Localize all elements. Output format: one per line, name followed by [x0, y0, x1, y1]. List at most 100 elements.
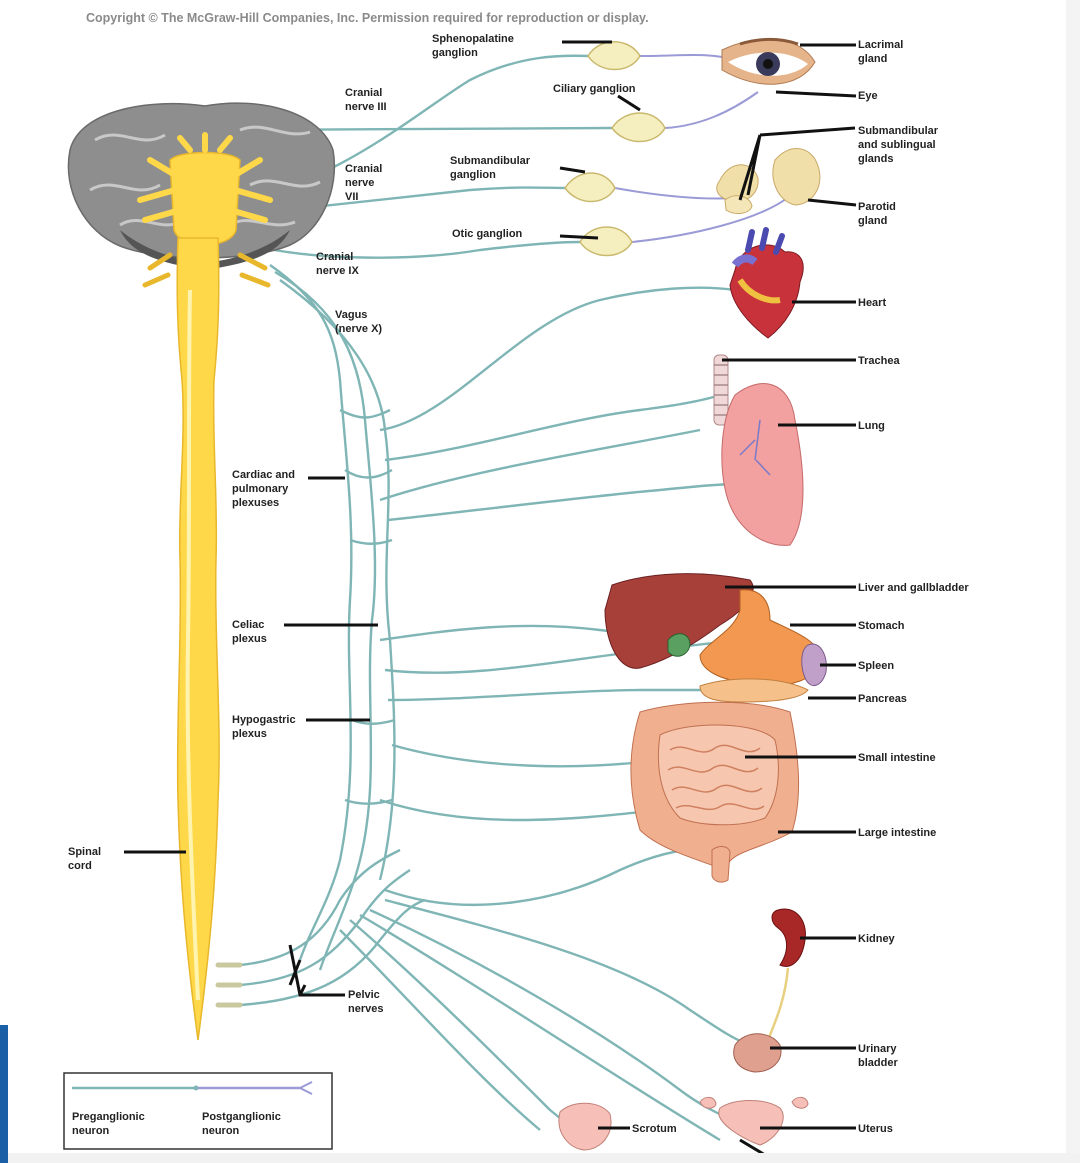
uterus-organ	[719, 1101, 783, 1146]
lacrimal-gland-label-line-1: Lacrimal	[858, 39, 903, 51]
vagus-label-line-1: Vagus	[335, 309, 367, 321]
ganglia	[565, 42, 665, 256]
legend: Preganglionic neuron Postganglionic neuron	[64, 1073, 332, 1149]
uterus-label-line-1: Uterus	[858, 1123, 893, 1135]
cranial-nerve-vii-label-line-3: VII	[345, 191, 358, 203]
gallbladder-organ	[668, 634, 690, 657]
pelvic-fiber-1	[240, 850, 400, 965]
eye-label: Eye	[858, 90, 878, 102]
organs	[559, 39, 826, 1150]
pelvic-nerves-label-line-2: nerves	[348, 1003, 383, 1015]
cranial-nerve-vii-label-line-2: nerve	[345, 177, 374, 189]
parotid-gland-label: Parotid gland	[858, 201, 896, 227]
stomach-label: Stomach	[858, 620, 905, 632]
cranial-nerve-ix-fiber	[250, 242, 580, 258]
lung-organ	[722, 384, 803, 546]
ureter	[768, 968, 788, 1040]
cranial-nerve-iii-label-line-2: nerve III	[345, 101, 387, 113]
uterus-label: Uterus	[858, 1123, 893, 1135]
stomach-label-line-1: Stomach	[858, 620, 905, 632]
cranial-nerve-iii-label-line-1: Cranial	[345, 87, 382, 99]
cranial-nerve-ix-label-line-1: Cranial	[316, 251, 353, 263]
heart-label: Heart	[858, 297, 886, 309]
submandibular-sublingual-glands-label: Submandibular and sublingual glands	[858, 125, 939, 165]
legend-preganglionic-label-line-2: neuron	[72, 1125, 110, 1137]
urinary-bladder-label-line-2: bladder	[858, 1057, 898, 1069]
submandibular-ganglion-label-line-2: ganglion	[450, 169, 496, 181]
vagus-trunk-1	[270, 265, 351, 960]
legend-postganglionic-label-line-1: Postganglionic	[202, 1111, 281, 1123]
frame-edge-right	[1066, 0, 1080, 1163]
ciliary-ganglion	[612, 113, 665, 142]
large-intestine-label: Large intestine	[858, 827, 936, 839]
small-intestine-organ	[658, 725, 778, 825]
spinal-cord-label: Spinalcord	[68, 846, 101, 872]
urinary-bladder-label: Urinary bladder	[858, 1043, 898, 1069]
legend-postganglionic-label-line-2: neuron	[202, 1125, 240, 1137]
cranial-nerve-iii-label: Cranial nerve III	[345, 87, 387, 113]
copyright-notice: Copyright © The McGraw-Hill Companies, I…	[86, 11, 649, 25]
post-sphenopalatine-lacrimal	[640, 55, 735, 60]
branch-kidney	[385, 848, 710, 905]
spleen-label-line-1: Spleen	[858, 660, 894, 672]
liver-gallbladder-label: Liver and gallbladder	[858, 582, 969, 594]
sphenopalatine-ganglion-label-line-2: ganglion	[432, 47, 478, 59]
frame-edge-bottom	[0, 1153, 1080, 1163]
submandibular-sublingual-glands-label-line-3: glands	[858, 153, 893, 165]
branch-ovary	[360, 915, 720, 1140]
otic-ganglion	[580, 227, 632, 256]
legend-preganglionic-label-line-1: Preganglionic	[72, 1111, 145, 1123]
vagus-label-line-2: (nerve X)	[335, 323, 382, 335]
branch-bladder	[385, 900, 750, 1045]
cranial-nerve-ix-label-line-2: nerve IX	[316, 265, 359, 277]
parotid-gland-label-line-2: gland	[858, 215, 887, 227]
kidney-label: Kidney	[858, 933, 896, 945]
otic-ganglion-label-line-1: Otic ganglion	[452, 228, 523, 240]
branch-pancreas	[388, 690, 720, 700]
branch-heart	[380, 288, 735, 430]
sphenopalatine-ganglion	[588, 42, 640, 70]
submandibular-sublingual-glands-label-line-1: Submandibular	[858, 125, 939, 137]
spinal-cord	[177, 238, 219, 1040]
parotid-gland-label-line-1: Parotid	[858, 201, 896, 213]
vagus-trunk-3	[280, 280, 394, 880]
heart-label-line-1: Heart	[858, 297, 886, 309]
submandibular-ganglion-label-line-1: Submandibular	[450, 155, 531, 167]
parotid-gland-organ	[773, 149, 820, 205]
cardiac-pulmonary-plexuses-label-line-3: plexuses	[232, 497, 279, 509]
celiac-plexus-label-line-1: Celiac	[232, 619, 264, 631]
sphenopalatine-ganglion-label-line-1: Sphenopalatine	[432, 33, 514, 45]
side-accent-tab	[0, 1025, 8, 1163]
vagus-label: Vagus (nerve X)	[335, 309, 382, 335]
pancreas-label-line-1: Pancreas	[858, 693, 907, 705]
branch-uterus	[370, 910, 728, 1118]
small-intestine-label: Small intestine	[858, 752, 936, 764]
pelvic-nerves-label-line-1: Pelvic	[348, 989, 380, 1001]
small-intestine-label-line-1: Small intestine	[858, 752, 936, 764]
urinary-bladder-label-line-1: Urinary	[858, 1043, 897, 1055]
spleen-label: Spleen	[858, 660, 894, 672]
submandibular-ganglion	[565, 173, 615, 202]
branch-large-intestine	[380, 800, 660, 820]
ciliary-ganglion-label: Ciliary ganglion	[553, 83, 636, 95]
cardiac-pulmonary-plexuses-label-line-1: Cardiac and	[232, 469, 295, 481]
scrotum-label-line-1: Scrotum	[632, 1123, 677, 1135]
urinary-bladder-organ	[734, 1034, 781, 1072]
branch-trachea	[385, 395, 720, 460]
lacrimal-gland-label: Lacrimal gland	[858, 39, 903, 65]
hypogastric-plexus-label-line-1: Hypogastric	[232, 714, 296, 726]
hypogastric-plexus-label: Hypogastric plexus	[232, 714, 296, 740]
branch-liver	[380, 626, 640, 640]
celiac-plexus-label-line-2: plexus	[232, 633, 267, 645]
sphenopalatine-ganglion-label: Sphenopalatine ganglion	[432, 33, 514, 59]
branch-scrotum	[350, 920, 578, 1132]
submandibular-ganglion-label: Submandibular ganglion	[450, 155, 531, 181]
submandibular-sublingual-glands-label-line-2: and sublingual	[858, 139, 936, 151]
hypogastric-plexus-label-line-2: plexus	[232, 728, 267, 740]
celiac-plexus-label: Celiac plexus	[232, 619, 267, 645]
lacrimal-gland-label-line-2: gland	[858, 53, 887, 65]
large-intestine-label-line-1: Large intestine	[858, 827, 936, 839]
